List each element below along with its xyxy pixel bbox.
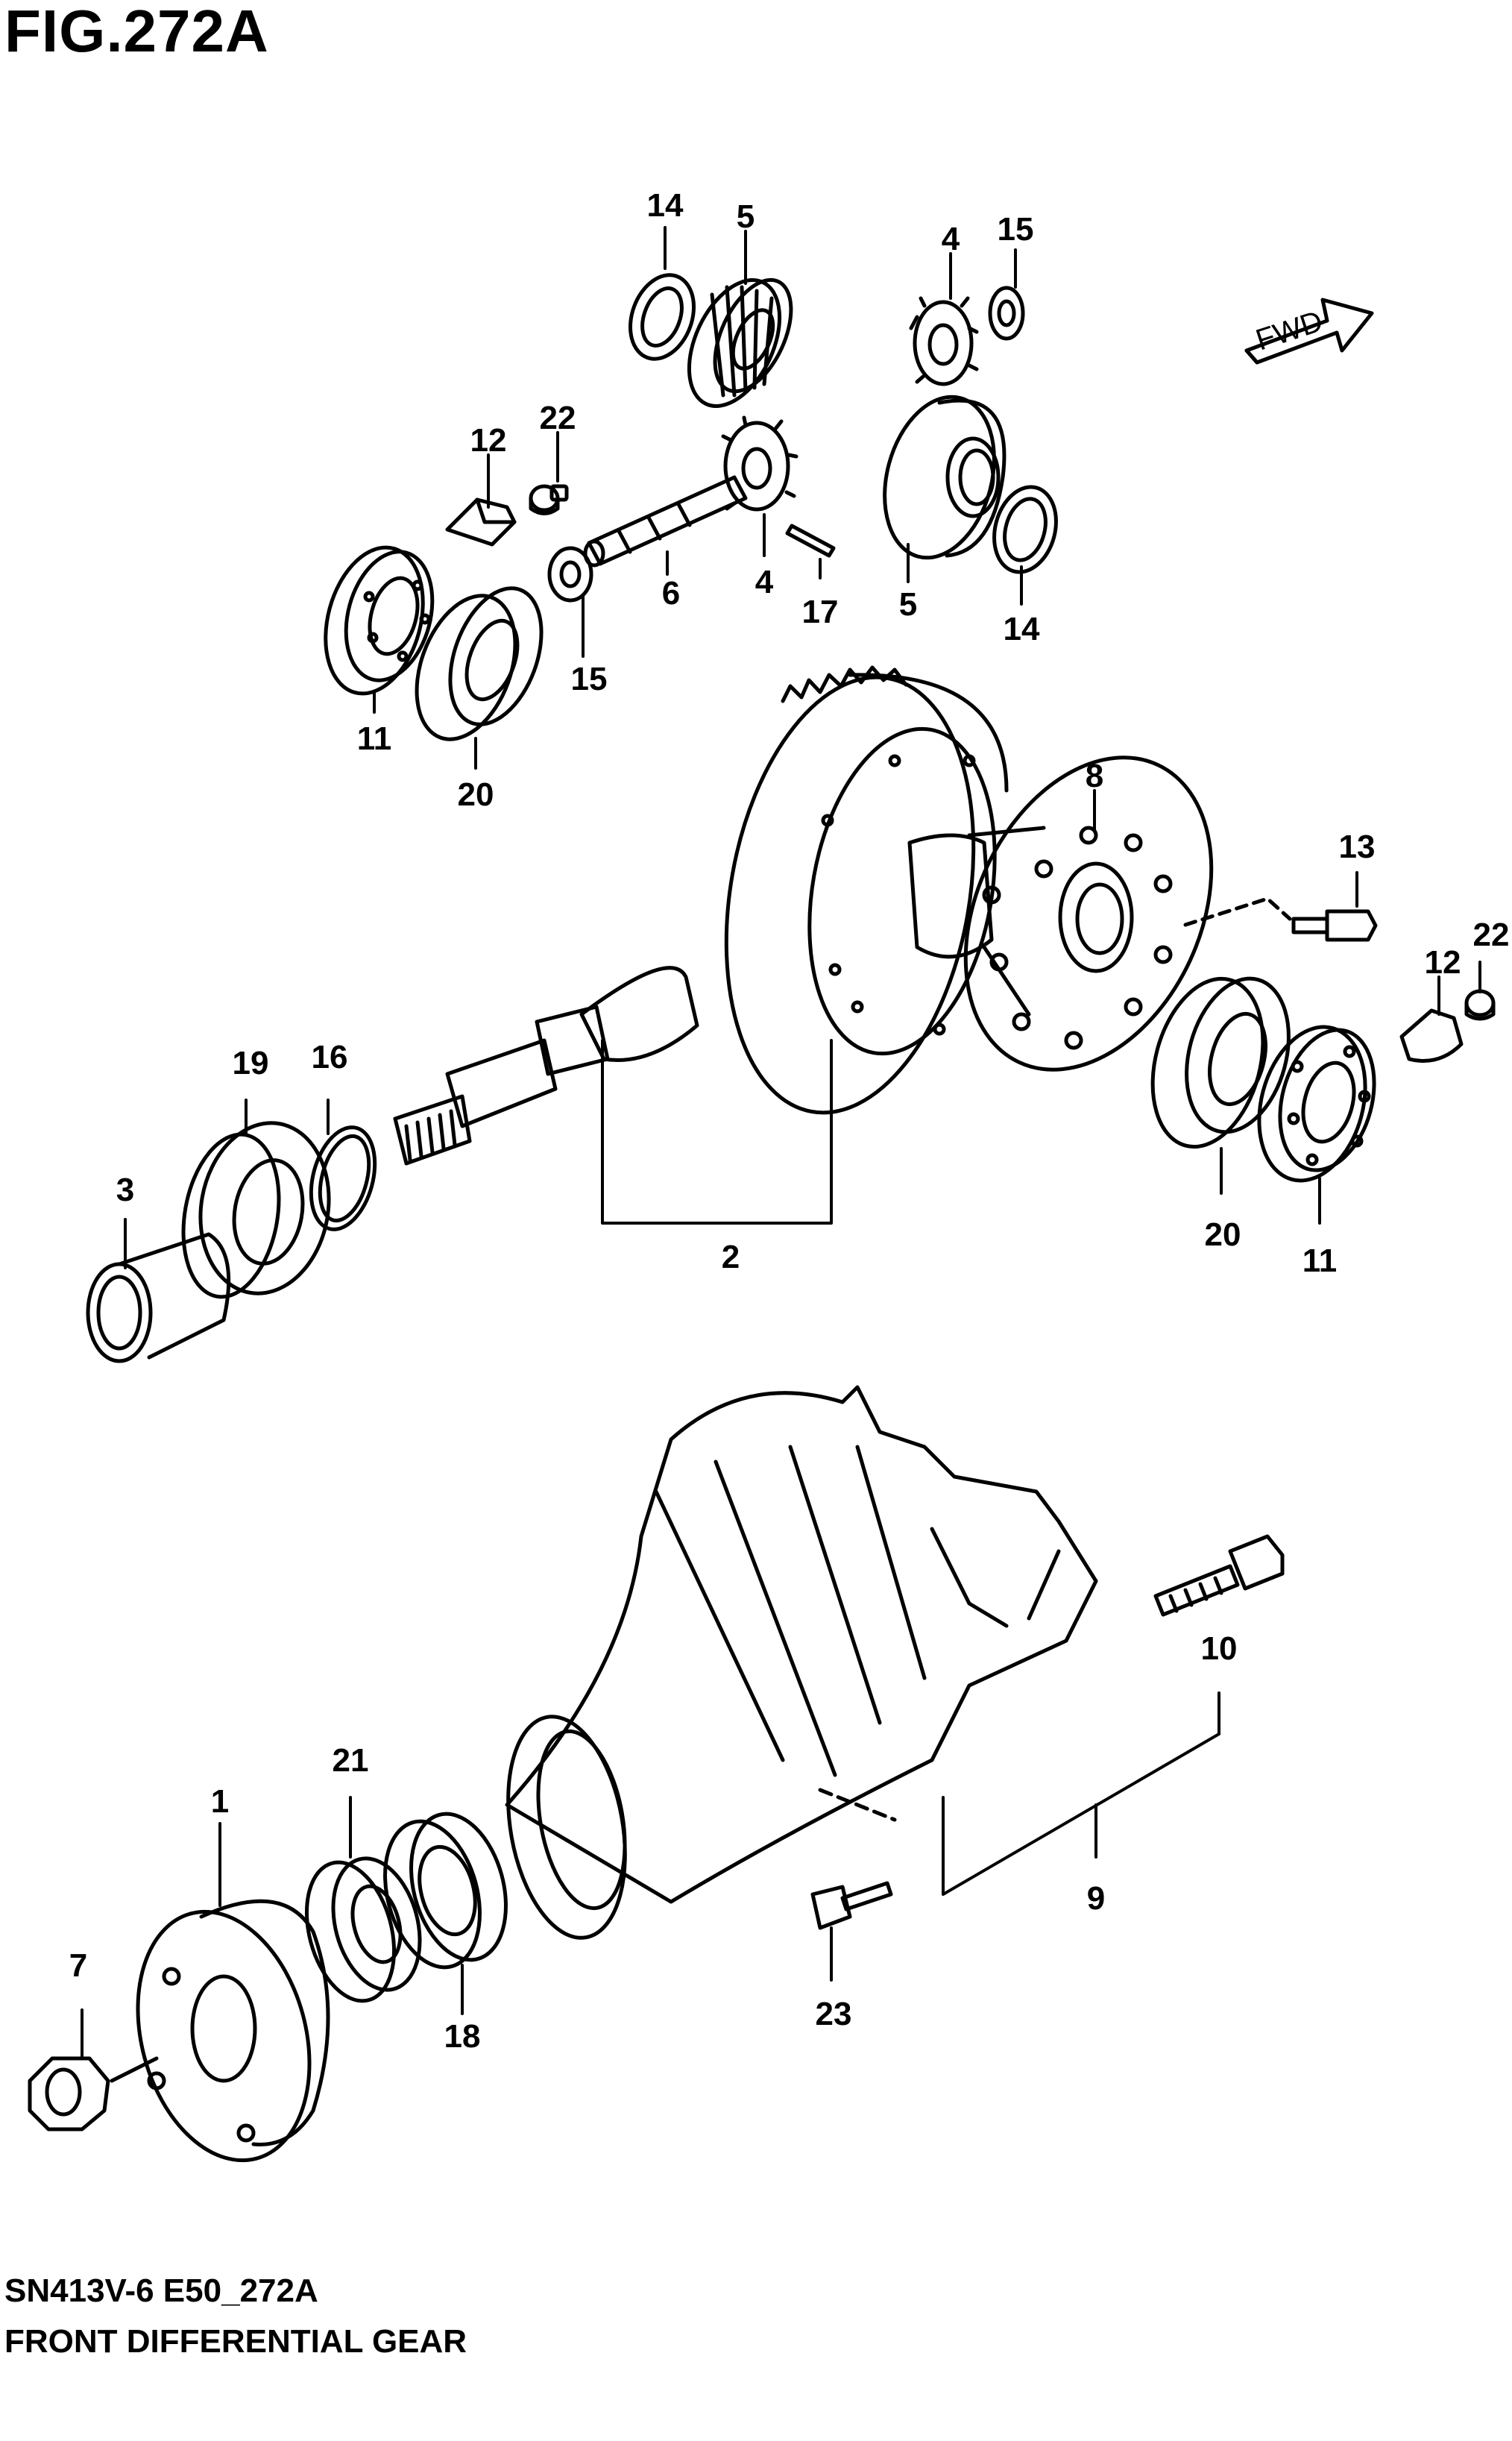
callout-12-left: 12 xyxy=(470,422,507,459)
callout-7: 7 xyxy=(69,1947,87,1984)
callout-13: 13 xyxy=(1339,829,1376,865)
bearing-adjuster-part-11-right xyxy=(1257,1025,1376,1183)
snap-ring-part-16 xyxy=(309,1125,377,1231)
callout-1: 1 xyxy=(211,1783,229,1820)
callout-21: 21 xyxy=(333,1742,369,1779)
figure-name: FRONT DIFFERENTIAL GEAR xyxy=(4,2323,467,2360)
callout-12-right: 12 xyxy=(1425,944,1461,981)
bearing-part-18 xyxy=(383,1812,508,1970)
ring-gear-bolt-part-13 xyxy=(1183,896,1378,942)
callout-4-center: 4 xyxy=(755,564,774,600)
callout-22-right: 22 xyxy=(1473,917,1510,953)
callout-5-right: 5 xyxy=(899,586,917,623)
thrust-washer-part-15-upper xyxy=(988,286,1025,341)
callout-5-upper: 5 xyxy=(737,198,755,235)
callout-2: 2 xyxy=(722,1239,740,1275)
ring-gear-part-2 xyxy=(724,665,1009,1115)
callout-17: 17 xyxy=(802,594,839,630)
thrust-washer-part-14-right xyxy=(992,485,1058,574)
callout-15-upper: 15 xyxy=(998,211,1034,248)
callout-11-right: 11 xyxy=(1302,1243,1338,1279)
callout-labels: 14 5 4 15 22 12 6 4 17 5 14 15 11 20 8 1… xyxy=(69,187,1510,2055)
differential-carrier-part-9 xyxy=(505,1385,1098,1940)
callout-20-right: 20 xyxy=(1205,1216,1241,1253)
thrust-washer-part-14-upper xyxy=(628,273,696,361)
bearing-part-19 xyxy=(181,1121,331,1299)
bolt-part-22-right xyxy=(1464,989,1496,1021)
pinion-gear-part-4-upper xyxy=(909,296,979,386)
side-gear-part-5-right xyxy=(883,395,1007,560)
bearing-adjuster-part-11-left xyxy=(324,545,435,696)
forward-arrow-icon: FWD xyxy=(1244,298,1374,365)
callout-20-left: 20 xyxy=(458,776,494,813)
callout-11-left: 11 xyxy=(357,720,392,757)
callout-10: 10 xyxy=(1201,1630,1238,1667)
leader-lines xyxy=(81,226,1481,2060)
differential-case-part-8 xyxy=(907,755,1214,1072)
spacer-part-3 xyxy=(86,1232,231,1363)
callout-3: 3 xyxy=(116,1172,134,1208)
bearing-stopper-part-12-left xyxy=(445,497,517,547)
pinion-gear-part-4-center xyxy=(721,415,798,512)
callout-15-left: 15 xyxy=(571,661,608,697)
bolt-part-22-left xyxy=(529,484,569,515)
thrust-washer-part-15-left xyxy=(547,546,593,603)
figure-title: FIG.272A xyxy=(4,0,269,64)
callout-16: 16 xyxy=(312,1039,348,1075)
pinion-shaft-part-6 xyxy=(583,475,748,568)
lock-pin-part-17 xyxy=(785,524,836,558)
callout-4-upper: 4 xyxy=(942,221,960,257)
bearing-stopper-part-12-right xyxy=(1399,1008,1464,1063)
bolt-part-23 xyxy=(810,1881,893,1930)
bearing-part-20-right xyxy=(1150,976,1291,1149)
callout-14-right: 14 xyxy=(1004,611,1040,647)
callout-8: 8 xyxy=(1086,758,1103,794)
figure-code: SN413V-6 E50_272A xyxy=(4,2272,318,2309)
callout-23: 23 xyxy=(816,1996,852,2032)
side-gear-part-5-upper xyxy=(687,277,793,408)
callout-14-upper: 14 xyxy=(647,187,684,224)
oil-seal-part-21 xyxy=(304,1856,422,2003)
callout-22-left: 22 xyxy=(540,400,576,436)
callout-18: 18 xyxy=(444,2018,481,2055)
callout-19: 19 xyxy=(233,1045,269,1081)
companion-flange-part-1 xyxy=(136,1899,330,2163)
carrier-bolt-part-10 xyxy=(1153,1534,1285,1617)
drive-pinion-part-2 xyxy=(393,966,699,1166)
callout-6: 6 xyxy=(662,575,680,612)
bearing-part-20-left xyxy=(415,586,544,741)
flange-nut-part-7 xyxy=(28,2056,159,2131)
callout-9: 9 xyxy=(1087,1880,1105,1917)
